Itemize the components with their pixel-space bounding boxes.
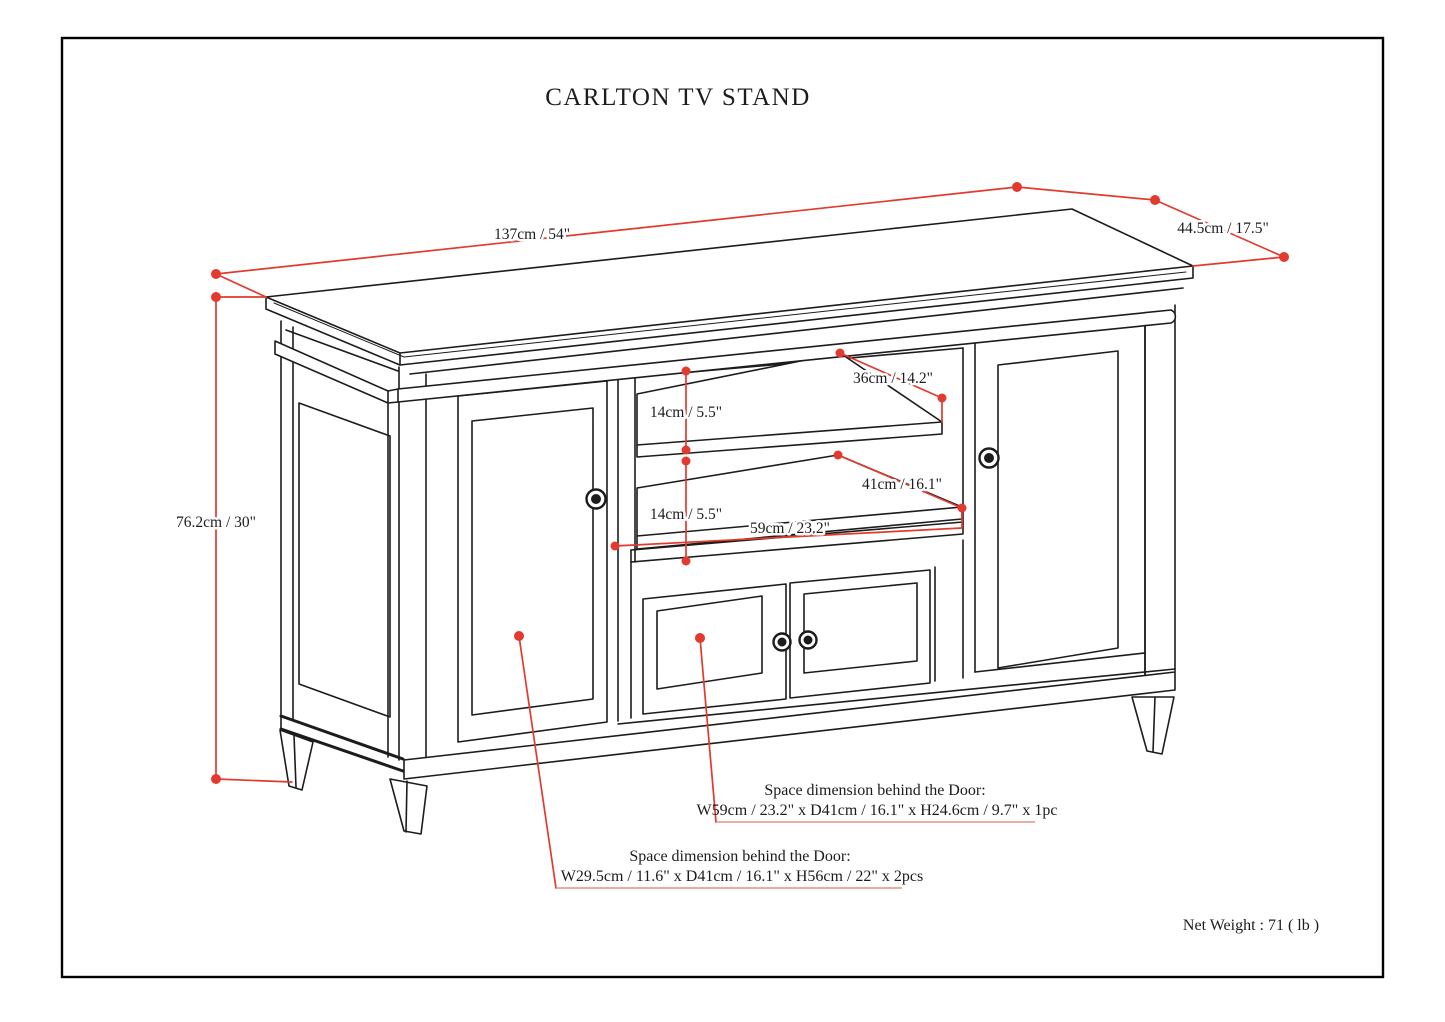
width-extension-line — [1016, 186, 1156, 201]
page-title: CARLTON TV STAND — [545, 84, 811, 111]
center-door-right — [789, 569, 931, 699]
lower-clearance-label: 14cm / 5.5" — [650, 506, 722, 523]
upper-shelf — [636, 352, 943, 458]
net-weight-label: Net Weight : 71 ( lb ) — [1183, 917, 1319, 934]
overall-depth-label: 44.5cm / 17.5" — [1177, 220, 1269, 237]
front-left-leg — [389, 778, 428, 835]
depth-extension-line — [1192, 256, 1285, 267]
width-dimension-line — [215, 186, 1018, 275]
shelf-width-label: 59cm / 23.2" — [750, 520, 830, 537]
side-space-note-value: W29.5cm / 11.6" x D41cm / 16.1" x H56cm … — [561, 868, 924, 885]
front-right-leg — [1131, 696, 1175, 755]
left-side-panel — [279, 320, 405, 773]
upper-shelf-depth-label: 36cm / 14.2" — [853, 370, 933, 387]
note-underlines — [556, 821, 1035, 889]
side-space-note-title: Space dimension behind the Door: — [629, 848, 850, 865]
front-right-leg — [1152, 696, 1156, 753]
center-space-leader-line — [699, 637, 717, 823]
left-door-knob-icon — [591, 494, 601, 504]
right-door — [974, 317, 1146, 677]
back-left-leg — [293, 734, 297, 788]
front-frame — [425, 373, 1176, 761]
right-stile — [934, 338, 976, 682]
center-right-knob-icon — [803, 635, 813, 645]
upper-clearance-label: 14cm / 5.5" — [650, 404, 722, 421]
page-border — [60, 36, 1385, 979]
center-left-knob-icon — [777, 637, 787, 647]
depth-dimension-line — [1154, 199, 1285, 258]
back-left-leg — [279, 729, 314, 791]
left-door — [457, 380, 608, 743]
shelf-width-line — [614, 527, 963, 547]
right-door-knob-icon — [984, 453, 994, 463]
right-corner-post — [1144, 304, 1176, 677]
lower-shelf — [636, 454, 963, 550]
front-left-leg — [405, 780, 408, 833]
dimension-lines — [215, 186, 1285, 889]
tabletop — [265, 208, 1194, 366]
dimension-dots — [211, 182, 1289, 784]
side-space-leader-line — [518, 635, 557, 889]
center-door-left — [642, 583, 792, 715]
legs — [279, 696, 1175, 835]
overall-height-label: 76.2cm / 30" — [176, 514, 256, 531]
center-space-note-title: Space dimension behind the Door: — [764, 782, 985, 799]
overall-width-label: 137cm / 54" — [494, 226, 570, 243]
top-apron — [285, 287, 1184, 375]
bottom-rail — [403, 671, 1176, 780]
furniture-drawing — [265, 208, 1194, 835]
center-space-note-value: W59cm / 23.2" x D41cm / 16.1" x H24.6cm … — [697, 802, 1058, 819]
trim-rail — [274, 309, 1177, 404]
lower-shelf-depth-label: 41cm / 16.1" — [862, 476, 942, 493]
width-extension-line — [215, 273, 267, 298]
height-extension-line — [215, 778, 293, 783]
